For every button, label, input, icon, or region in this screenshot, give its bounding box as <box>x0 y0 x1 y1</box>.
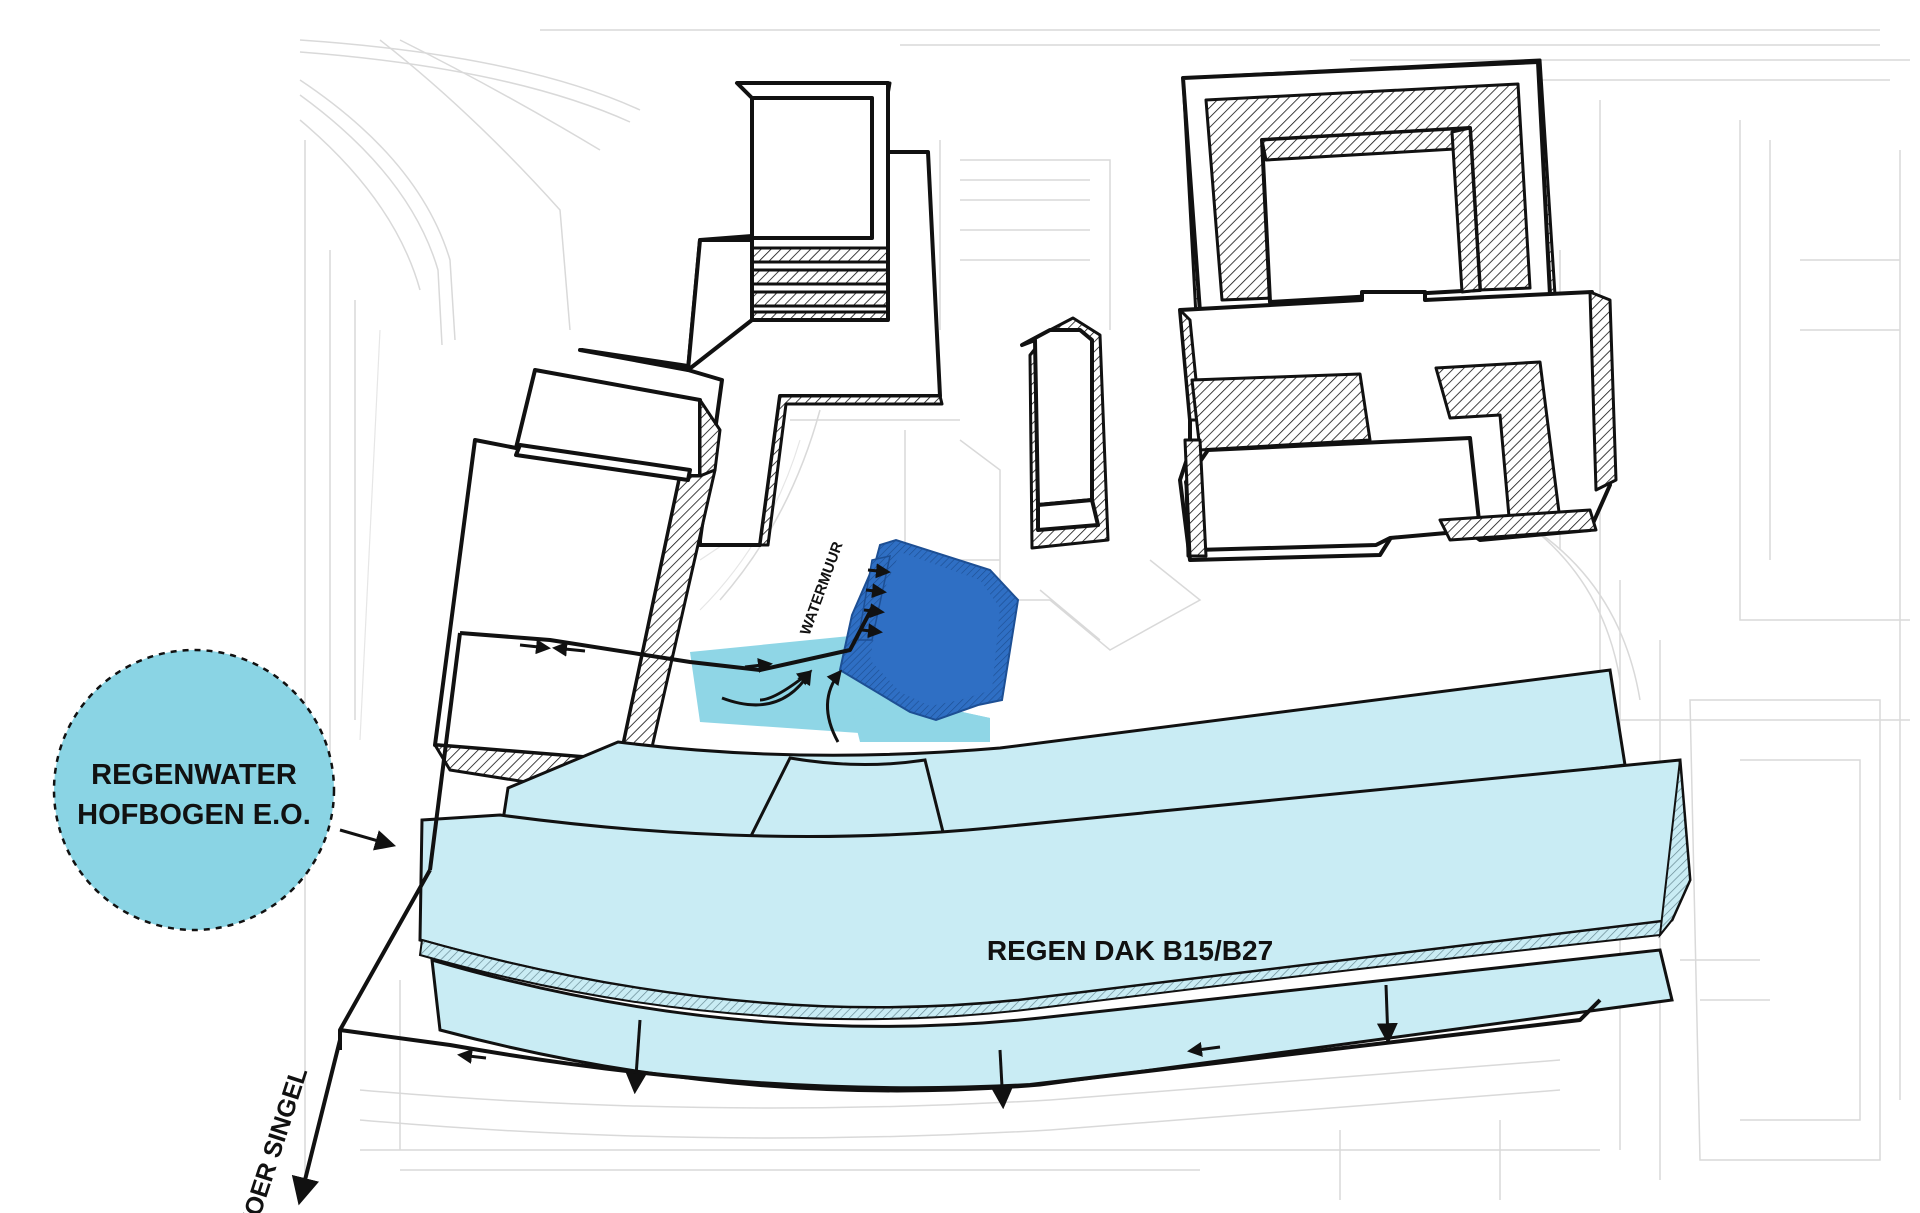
tower-building <box>735 81 904 327</box>
regen-dak-label: REGEN DAK B15/B27 <box>987 935 1273 966</box>
afvoer-singel-label: AFVOER SINGEL <box>224 1064 314 1213</box>
dashed-circle-icon <box>52 648 336 932</box>
watermuur-label: WATERMUUR <box>797 539 847 637</box>
regenwater-line1-label: REGENWATER <box>91 759 297 791</box>
east-block-building <box>1178 290 1618 562</box>
water-flow-lines <box>291 563 1602 1206</box>
left-block-building <box>433 368 722 802</box>
courtyard-building <box>1181 58 1557 318</box>
regenwater-line2-label: HOFBOGEN E.O. <box>77 799 311 831</box>
regenwater-hofbogen-circle: REGENWATER HOFBOGEN E.O. <box>52 648 336 932</box>
connector-building <box>578 150 944 547</box>
slab-building <box>1020 316 1110 550</box>
roof-b15-b27-building <box>418 668 1692 1093</box>
context-map <box>299 29 1910 1200</box>
